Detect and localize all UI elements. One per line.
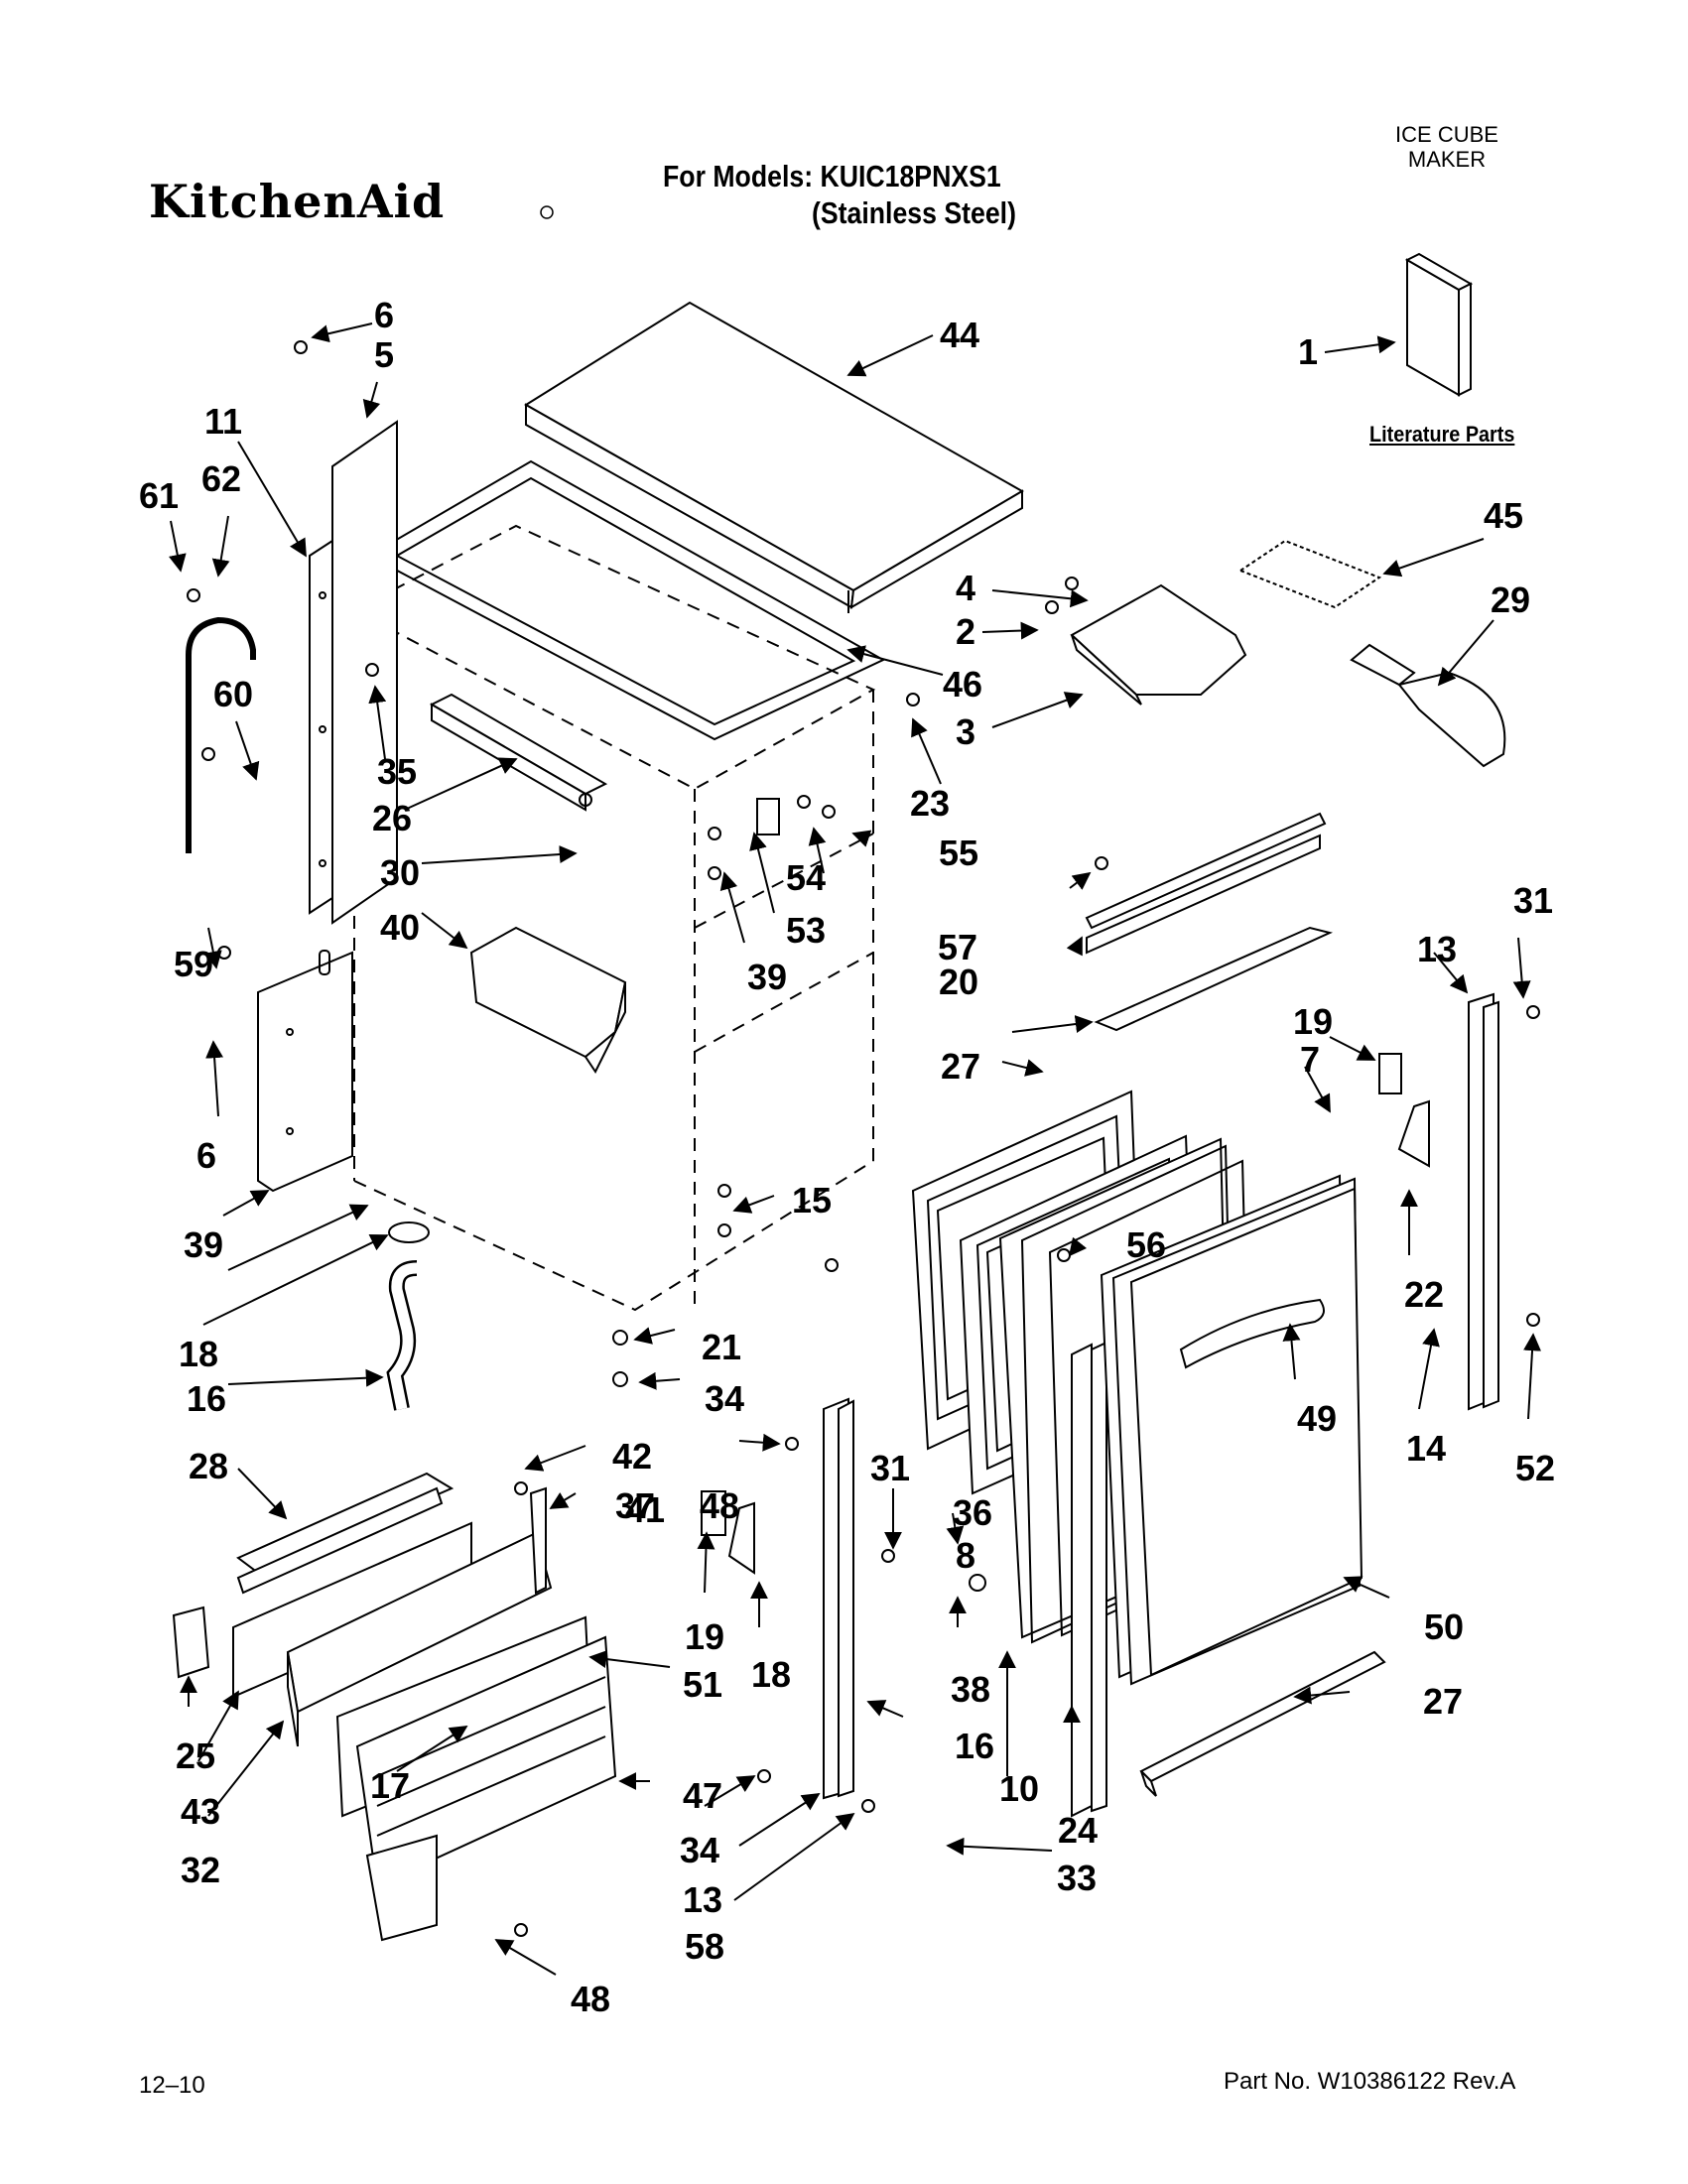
callout-24: 24 xyxy=(1057,1810,1099,1851)
callout-44: 44 xyxy=(939,315,980,355)
callout-10: 10 xyxy=(998,1768,1040,1809)
literature-parts-label: Literature Parts xyxy=(1369,422,1515,447)
callout-56: 56 xyxy=(1125,1224,1167,1265)
callout-26: 26 xyxy=(371,798,413,838)
callout-18: 18 xyxy=(178,1334,219,1374)
callout-62: 62 xyxy=(200,458,242,499)
callout-6: 6 xyxy=(195,1135,217,1176)
callout-2: 2 xyxy=(955,611,976,652)
callout-14: 14 xyxy=(1405,1428,1447,1469)
callout-19: 19 xyxy=(1292,1001,1334,1042)
kickplate-assembly xyxy=(232,1472,617,1942)
callout-48: 48 xyxy=(699,1485,740,1526)
callout-39: 39 xyxy=(746,957,788,997)
callout-45: 45 xyxy=(1483,495,1524,536)
callout-54: 54 xyxy=(785,857,827,898)
left-side-panel xyxy=(309,420,398,925)
callout-16: 16 xyxy=(954,1726,995,1766)
literature-booklet xyxy=(1404,252,1474,397)
callout-52: 52 xyxy=(1514,1448,1556,1488)
callout-30: 30 xyxy=(379,852,421,893)
callout-35: 35 xyxy=(376,751,418,792)
callout-36: 36 xyxy=(952,1492,993,1533)
ice-tray xyxy=(469,926,627,1074)
callout-28: 28 xyxy=(188,1446,229,1486)
callout-23: 23 xyxy=(909,783,951,824)
callout-49: 49 xyxy=(1296,1398,1338,1439)
callout-29: 29 xyxy=(1490,579,1531,620)
callout-46: 46 xyxy=(942,664,983,705)
callout-41: 41 xyxy=(624,1489,666,1530)
category-line-2: MAKER xyxy=(1407,147,1487,172)
top-cover xyxy=(524,301,1024,613)
callout-4: 4 xyxy=(955,568,976,608)
ice-deflector xyxy=(1070,583,1247,706)
callout-50: 50 xyxy=(1423,1606,1465,1647)
model-number: For Models: KUIC18PNXS1 xyxy=(663,159,1001,193)
callout-13: 13 xyxy=(682,1879,723,1920)
callout-1: 1 xyxy=(1297,331,1319,372)
callout-20: 20 xyxy=(938,962,979,1002)
category-line-1: ICE CUBE xyxy=(1395,122,1498,147)
callout-19: 19 xyxy=(684,1616,725,1657)
callout-27: 27 xyxy=(940,1046,981,1087)
callout-47: 47 xyxy=(682,1775,723,1816)
callout-38: 38 xyxy=(950,1669,991,1710)
model-finish: (Stainless Steel) xyxy=(812,195,1016,230)
callout-34: 34 xyxy=(679,1830,720,1870)
callout-31: 31 xyxy=(869,1448,911,1488)
callout-61: 61 xyxy=(138,475,180,516)
footer-date: 12–10 xyxy=(139,2072,205,2099)
callout-59: 59 xyxy=(173,944,214,984)
callout-57: 57 xyxy=(937,927,978,967)
callout-51: 51 xyxy=(682,1664,723,1705)
callout-42: 42 xyxy=(611,1436,653,1477)
brand-logo: KitchenAid xyxy=(149,175,446,228)
callout-22: 22 xyxy=(1403,1274,1445,1315)
callout-15: 15 xyxy=(791,1180,833,1220)
callout-16: 16 xyxy=(186,1378,227,1419)
callout-34: 34 xyxy=(704,1378,745,1419)
label-sheet xyxy=(1237,539,1382,609)
callout-40: 40 xyxy=(379,907,421,948)
callout-48: 48 xyxy=(570,1979,611,2019)
callout-53: 53 xyxy=(785,910,827,951)
callout-39: 39 xyxy=(183,1224,224,1265)
callout-27: 27 xyxy=(1422,1681,1464,1722)
callout-11: 11 xyxy=(203,401,243,442)
callout-58: 58 xyxy=(684,1926,725,1967)
drain-tube xyxy=(186,616,256,853)
callout-8: 8 xyxy=(955,1535,976,1576)
callout-18: 18 xyxy=(750,1654,792,1695)
callout-5: 5 xyxy=(373,334,395,375)
callout-37: 37 xyxy=(614,1485,656,1526)
callout-3: 3 xyxy=(955,711,976,752)
footer-part-number: Part No. W10386122 Rev.A xyxy=(1224,2068,1516,2095)
callout-17: 17 xyxy=(369,1765,411,1806)
callout-33: 33 xyxy=(1056,1858,1098,1898)
callout-21: 21 xyxy=(701,1327,742,1367)
callout-7: 7 xyxy=(1299,1039,1321,1080)
callout-55: 55 xyxy=(938,833,979,873)
callout-31: 31 xyxy=(1512,880,1554,921)
callout-43: 43 xyxy=(180,1791,221,1832)
callout-60: 60 xyxy=(212,674,254,714)
callout-25: 25 xyxy=(175,1735,216,1776)
callout-13: 13 xyxy=(1416,929,1458,969)
callout-leaders xyxy=(168,322,1542,1976)
door-panel xyxy=(1100,1174,1363,1686)
lower-back-panel xyxy=(257,950,353,1193)
callout-6: 6 xyxy=(373,295,395,335)
callout-32: 32 xyxy=(180,1850,221,1890)
ice-scoop xyxy=(1350,643,1506,768)
